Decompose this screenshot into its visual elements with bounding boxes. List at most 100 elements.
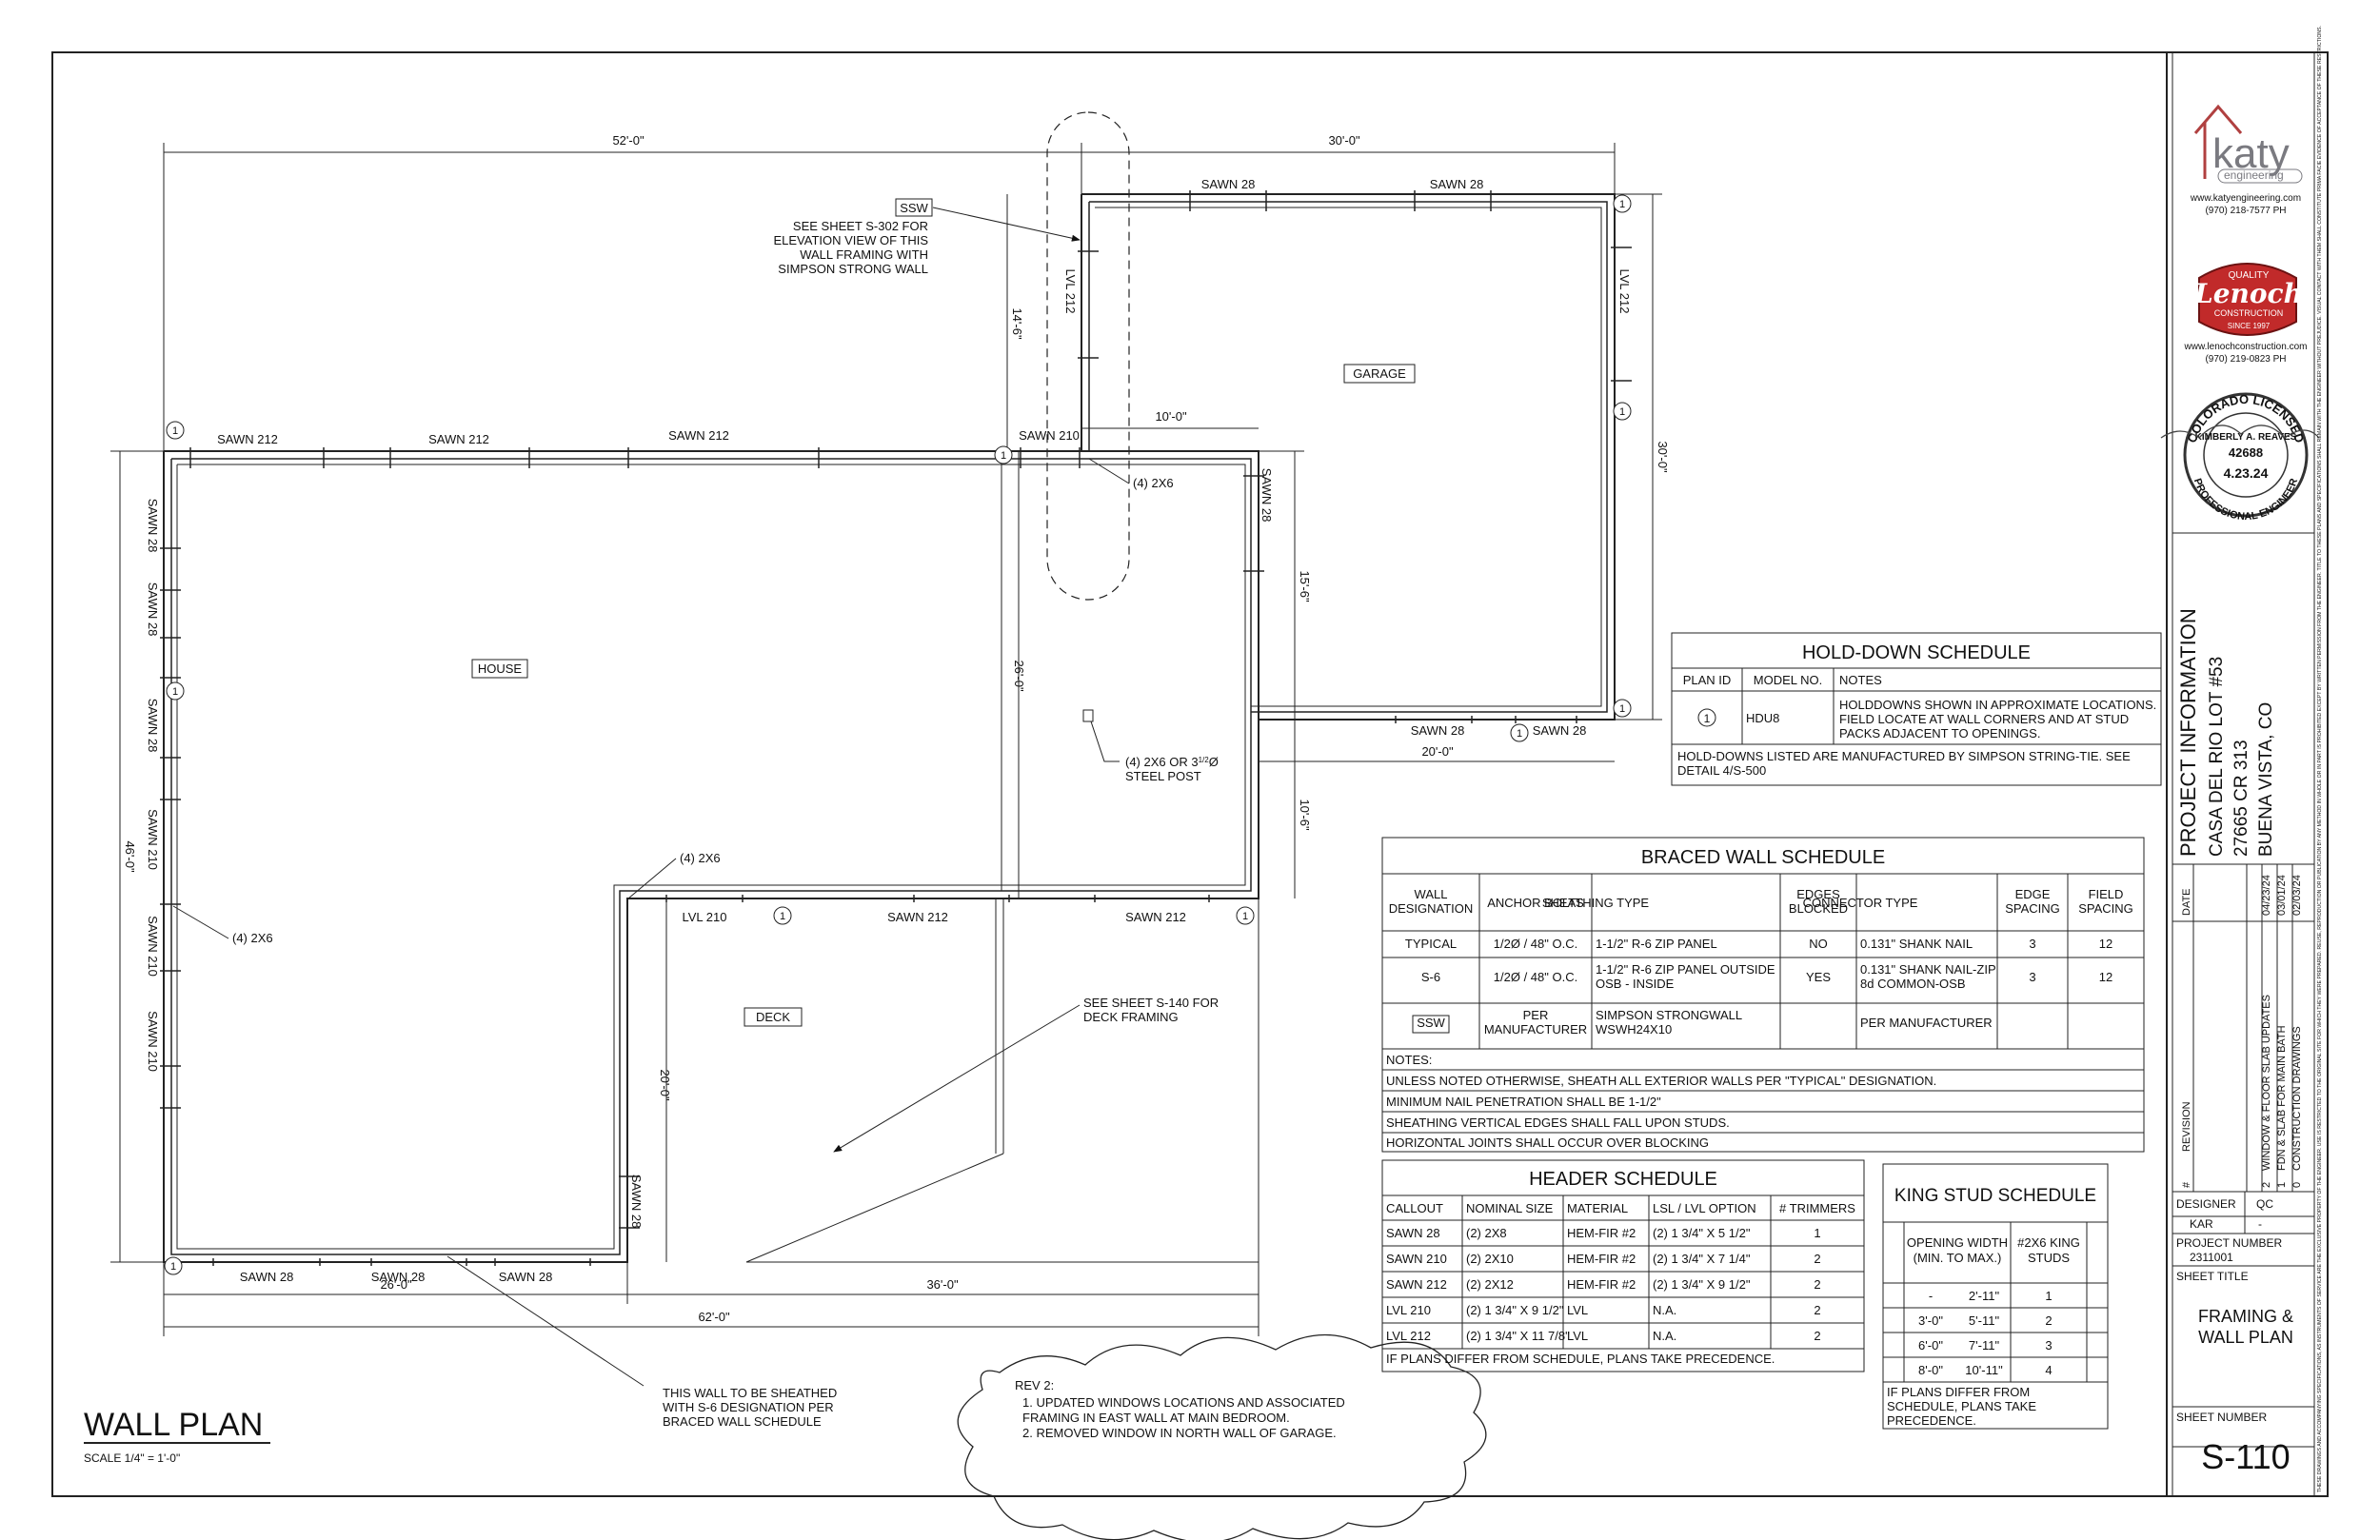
- holddown-tag-label: 1: [1001, 450, 1006, 462]
- plan-title: WALL PLAN: [84, 1407, 263, 1443]
- plan-scale: SCALE 1/4" = 1'-0": [84, 1451, 180, 1465]
- callout-sawn212: SAWN 212: [668, 428, 729, 443]
- king-stud-schedule: OPENING WIDTH(MIN. TO MAX.)#2X6 KINGSTUD…: [1907, 1235, 2080, 1377]
- header-cell: (2) 1 3/4" X 7 1/4": [1653, 1252, 1751, 1266]
- holddown-notes: HOLDDOWNS SHOWN IN APPROXIMATE LOCATIONS…: [1839, 698, 2156, 740]
- dim-46: 46'-0": [123, 840, 137, 873]
- header-col-header: # TRIMMERS: [1779, 1201, 1855, 1215]
- sheet-title-2: WALL PLAN: [2198, 1328, 2293, 1347]
- braced-cell: NO: [1809, 937, 1828, 951]
- king-col-header: #2X6 KING: [2017, 1235, 2080, 1250]
- king-studs: 4: [2045, 1363, 2052, 1377]
- callout-sawn28: SAWN 28: [1411, 723, 1465, 738]
- wall-sheath-note: THIS WALL TO BE SHEATHED WITH S-6 DESIGN…: [663, 1386, 837, 1429]
- dim-62-bottom: 62'-0": [698, 1310, 730, 1324]
- holddown-tag-label: 1: [1619, 199, 1625, 210]
- holddown-tag-circle: [1236, 906, 1255, 925]
- svg-text:CONSTRUCTION: CONSTRUCTION: [2214, 308, 2284, 318]
- braced-title: BRACED WALL SCHEDULE: [1641, 847, 1885, 868]
- braced-cell: MANUFACTURER: [1484, 1022, 1587, 1037]
- callout-sawn28: SAWN 28: [499, 1270, 553, 1284]
- holddown-col-model: MODEL NO.: [1754, 673, 1822, 687]
- king-max: 10'-11": [1965, 1363, 2003, 1377]
- project-number-label: PROJECT NUMBER: [2176, 1236, 2282, 1250]
- braced-col-header: SPACING: [2078, 901, 2133, 916]
- header-cell: HEM-FIR #2: [1567, 1226, 1636, 1240]
- header-cell: (2) 1 3/4" X 11 7/8": [1466, 1329, 1570, 1343]
- deck-note: SEE SHEET S-140 FOR DECK FRAMING: [1083, 996, 1219, 1024]
- lenoch-phone: (970) 219-0823 PH: [2205, 354, 2286, 365]
- holddown-tag-circle: [1613, 194, 1632, 213]
- braced-col-header: SHEATHING TYPE: [1542, 896, 1650, 910]
- king-footer: IF PLANS DIFFER FROM SCHEDULE, PLANS TAK…: [1887, 1385, 2036, 1428]
- svg-text:SEE SHEET S-140 FOR: SEE SHEET S-140 FOR: [1083, 996, 1219, 1010]
- revision-entry: 2: [2261, 1182, 2272, 1188]
- dim-26-bottom: 26'-0": [380, 1277, 412, 1292]
- svg-text:DECK FRAMING: DECK FRAMING: [1083, 1010, 1179, 1024]
- king-max: 5'-11": [1969, 1313, 2000, 1328]
- header-cell: 2: [1814, 1329, 1820, 1343]
- ssw-tag-box: [1412, 1015, 1450, 1034]
- dim-15-6: 15'-6": [1298, 570, 1312, 602]
- callout-sawn28: SAWN 28: [1533, 723, 1587, 738]
- svg-text:SEE SHEET S-302 FOR: SEE SHEET S-302 FOR: [793, 219, 928, 233]
- header-cell: HEM-FIR #2: [1567, 1252, 1636, 1266]
- project-number: 2311001: [2190, 1251, 2233, 1264]
- header-cell: LVL 210: [1386, 1303, 1431, 1317]
- header-cell: LVL 212: [1386, 1329, 1431, 1343]
- braced-cell: 0.131" SHANK NAIL-ZIP: [1860, 962, 1996, 977]
- callout-sawn212: SAWN 212: [887, 910, 948, 924]
- wall-note-leader: [446, 1255, 645, 1387]
- header-cell: 2: [1814, 1277, 1820, 1292]
- room-tag-garage: [1343, 364, 1416, 384]
- note-4-2x6: (4) 2X6: [680, 851, 721, 865]
- svg-text:PRECEDENCE.: PRECEDENCE.: [1887, 1413, 1976, 1428]
- holddown-tag-circle: [166, 421, 185, 440]
- revision-entry: WINDOW & FLOOR SLAB UPDATES: [2261, 995, 2272, 1171]
- wall-openings: [160, 190, 1632, 1266]
- king-col-header: (MIN. TO MAX.): [1914, 1251, 2002, 1265]
- note-steel-post: (4) 2X6 OR 31/2Ø: [1125, 755, 1219, 769]
- king-min: 6'-0": [1918, 1338, 1943, 1352]
- king-col-header: STUDS: [2028, 1251, 2070, 1265]
- braced-cell: OSB - INSIDE: [1596, 977, 1675, 991]
- revision-cloud: [957, 1333, 1487, 1540]
- header-cell: (2) 2X8: [1466, 1226, 1507, 1240]
- holddown-model: HDU8: [1746, 711, 1779, 725]
- braced-cell: 1-1/2" R-6 ZIP PANEL: [1596, 937, 1717, 951]
- leader: [1088, 458, 1130, 484]
- project-line-1: CASA DEL RIO LOT #53: [2207, 657, 2227, 857]
- katy-phone: (970) 218-7577 PH: [2205, 206, 2286, 216]
- callout-sawn28: SAWN 28: [1201, 177, 1256, 191]
- svg-text:FIELD LOCATE AT WALL CORNERS A: FIELD LOCATE AT WALL CORNERS AND AT STUD: [1839, 712, 2129, 726]
- braced-col-header: SPACING: [2005, 901, 2060, 916]
- header-cell: SAWN 212: [1386, 1277, 1447, 1292]
- revision-entry: 03/01/24: [2276, 875, 2288, 916]
- header-cell: 2: [1814, 1252, 1820, 1266]
- svg-text:FRAMING IN EAST WALL AT MAIN B: FRAMING IN EAST WALL AT MAIN BEDROOM.: [1022, 1411, 1290, 1425]
- braced-col-header: EDGES: [1796, 887, 1840, 901]
- header-schedule-grid: [1381, 1159, 1865, 1372]
- room-label-garage: GARAGE: [1353, 366, 1406, 381]
- header-cell: LVL: [1567, 1303, 1588, 1317]
- svg-text:KIMBERLY A. REAVES: KIMBERLY A. REAVES: [2195, 432, 2297, 443]
- braced-cell: PER: [1523, 1008, 1549, 1022]
- pe-seal: COLORADO LICENSED PROFESSIONAL ENGINEER …: [2160, 392, 2320, 523]
- holddown-tag-label: 1: [172, 425, 178, 437]
- braced-wall-schedule-grid: [1381, 837, 2145, 1153]
- revision-entry: FDN & SLAB FOR MAIN BATH: [2276, 1025, 2288, 1171]
- callout-lvl212: LVL 212: [1063, 269, 1078, 314]
- callout-sawn28: SAWN 28: [146, 499, 160, 553]
- braced-col-header: WALL: [1415, 887, 1448, 901]
- header-sched-title: HEADER SCHEDULE: [1529, 1169, 1717, 1190]
- braced-cell: 0.131" SHANK NAIL: [1860, 937, 1973, 951]
- sheet-border: [51, 51, 2329, 1497]
- header-col-header: NOMINAL SIZE: [1466, 1201, 1554, 1215]
- svg-text:4.23.24: 4.23.24: [2224, 465, 2269, 481]
- titleblock-grid: [2172, 532, 2314, 1448]
- svg-text:UNLESS NOTED OTHERWISE, SHEATH: UNLESS NOTED OTHERWISE, SHEATH ALL EXTER…: [1386, 1074, 1936, 1088]
- holddown-tag-label: 1: [172, 686, 178, 698]
- header-cell: N.A.: [1653, 1303, 1676, 1317]
